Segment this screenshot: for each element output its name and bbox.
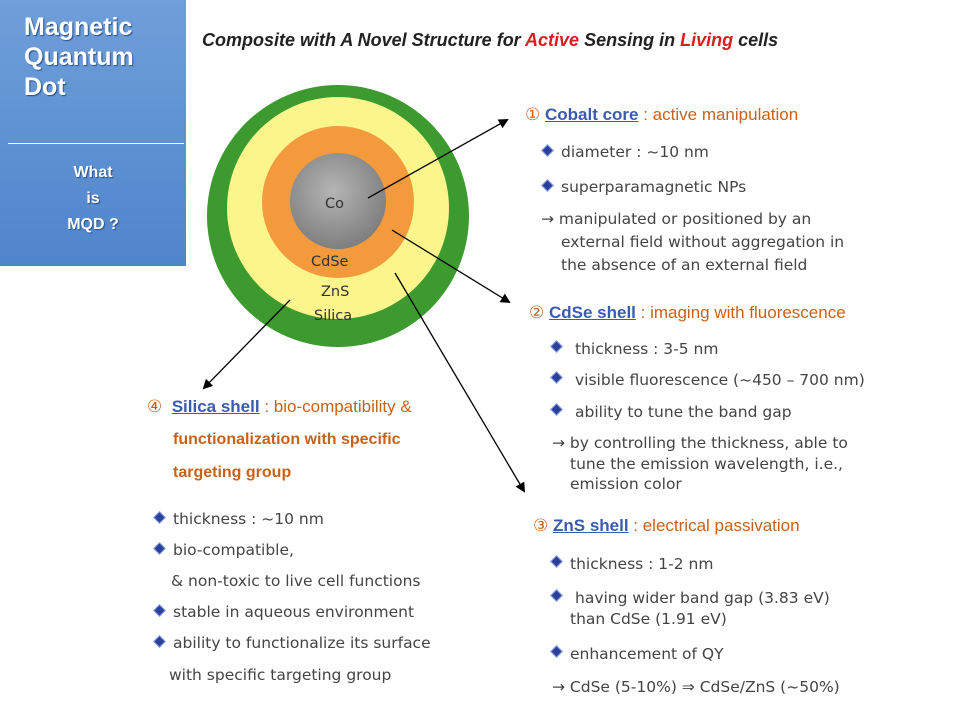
sidebar-subtitle-line: What bbox=[73, 164, 113, 181]
label-zns: ZnS bbox=[321, 284, 350, 300]
cdse-item: thickness : 3-5 nm bbox=[575, 340, 719, 358]
sidebar-title-line: Dot bbox=[24, 73, 66, 101]
cdse-role: : imaging with fluorescence bbox=[635, 303, 846, 322]
sidebar-subtitle-line: is bbox=[86, 190, 100, 207]
zns-role: : electrical passivation bbox=[628, 516, 800, 535]
cobalt-keyword: Cobalt core bbox=[544, 105, 639, 124]
title-part: Sensing in bbox=[579, 30, 681, 50]
label-cdse: CdSe bbox=[311, 254, 349, 270]
sidebar-panel: Magnetic Quantum Dot What is MQD ? bbox=[0, 0, 186, 266]
arrow-zns bbox=[394, 272, 526, 493]
cdse-item: visible fluorescence (~450 – 700 nm) bbox=[575, 371, 865, 389]
silica-number: ④ bbox=[147, 397, 163, 416]
label-co: Co bbox=[325, 196, 344, 212]
sidebar-divider bbox=[8, 143, 184, 144]
cdse-note: → by controlling the thickness, able to bbox=[552, 434, 848, 452]
cobalt-number: ① bbox=[525, 105, 541, 124]
title-highlight-living: Living bbox=[680, 30, 734, 50]
cdse-heading: ② CdSe shell : imaging with fluorescence bbox=[529, 302, 846, 324]
zns-item: thickness : 1-2 nm bbox=[570, 555, 714, 573]
zns-item: enhancement of QY bbox=[570, 645, 724, 663]
silica-item: ability to functionalize its surface bbox=[173, 634, 431, 652]
cobalt-note: the absence of an external field bbox=[561, 256, 808, 274]
arrow-cdse bbox=[391, 229, 511, 304]
sidebar-title: Magnetic Quantum Dot bbox=[24, 12, 184, 102]
cobalt-role: : active manipulation bbox=[638, 105, 799, 124]
arrow-cobalt bbox=[367, 119, 509, 199]
silica-role-cont: targeting group bbox=[173, 464, 292, 481]
cobalt-note: → manipulated or positioned by an bbox=[541, 210, 812, 228]
cdse-item: ability to tune the band gap bbox=[575, 403, 792, 421]
silica-role-cont: functionalization with specific bbox=[173, 431, 401, 448]
zns-number: ③ bbox=[533, 516, 549, 535]
silica-item-cont: with specific targeting group bbox=[169, 666, 392, 684]
slide-title: Composite with A Novel Structure for Act… bbox=[202, 30, 778, 51]
arrow-silica bbox=[202, 299, 291, 390]
silica-item: stable in aqueous environment bbox=[173, 603, 415, 621]
sidebar-subtitle[interactable]: What is MQD ? bbox=[0, 160, 186, 238]
cobalt-note: external field without aggregation in bbox=[561, 233, 845, 251]
zns-heading: ③ ZnS shell : electrical passivation bbox=[533, 515, 800, 537]
cobalt-heading: ① Cobalt core : active manipulation bbox=[525, 104, 798, 126]
sidebar-subtitle-line: MQD ? bbox=[67, 216, 119, 233]
cobalt-item: superparamagnetic NPs bbox=[561, 178, 747, 196]
silica-item-cont: & non-toxic to live cell functions bbox=[171, 572, 421, 590]
title-part: cells bbox=[733, 30, 779, 50]
cdse-note: emission color bbox=[570, 475, 682, 493]
label-silica: Silica bbox=[314, 308, 353, 324]
silica-item: thickness : ~10 nm bbox=[173, 510, 324, 528]
cdse-keyword: CdSe shell bbox=[548, 303, 636, 322]
silica-keyword: Silica shell bbox=[171, 397, 260, 416]
cdse-note: tune the emission wavelength, i.e., bbox=[570, 455, 843, 473]
silica-item: bio-compatible, bbox=[173, 541, 294, 559]
cdse-number: ② bbox=[529, 303, 545, 322]
zns-keyword: ZnS shell bbox=[552, 516, 629, 535]
silica-role: : bio-compatibility & bbox=[259, 397, 412, 416]
zns-item-cont: than CdSe (1.91 eV) bbox=[570, 610, 727, 628]
zns-item: having wider band gap (3.83 eV) bbox=[575, 589, 830, 607]
sidebar-title-line: Magnetic bbox=[24, 13, 133, 41]
zns-note: → CdSe (5-10%) ⇒ CdSe/ZnS (~50%) bbox=[552, 678, 840, 696]
co-core bbox=[290, 153, 386, 249]
sidebar-title-line: Quantum bbox=[24, 43, 134, 71]
title-highlight-active: Active bbox=[525, 30, 580, 50]
cobalt-item: diameter : ~10 nm bbox=[561, 143, 709, 161]
silica-heading: ④ Silica shell : bio-compatibility & bbox=[147, 396, 412, 418]
title-part: Composite with A Novel Structure for bbox=[202, 30, 526, 50]
